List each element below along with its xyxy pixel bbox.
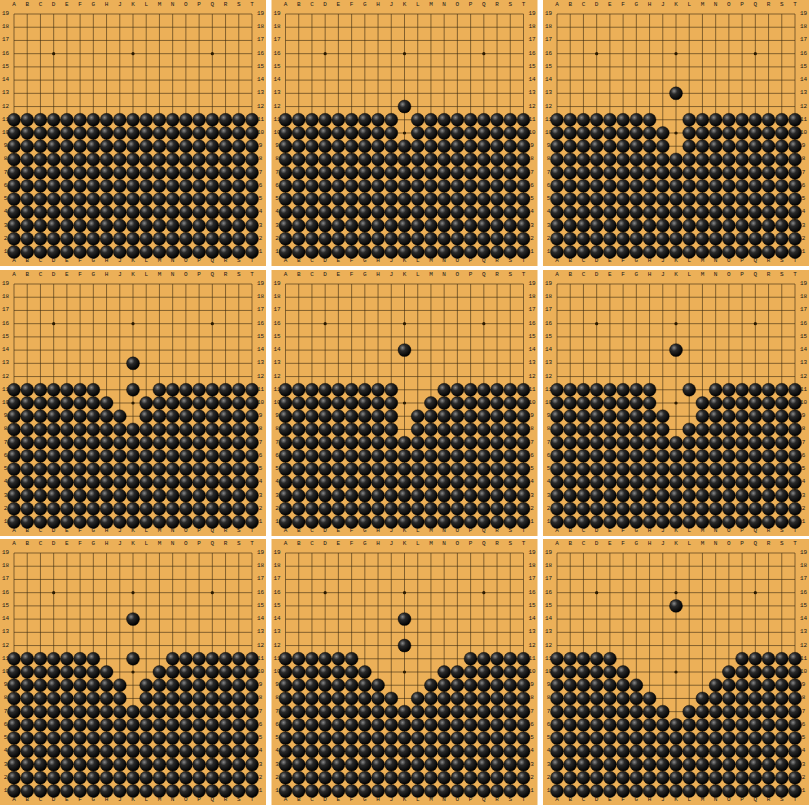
coordinate-label: 11	[2, 117, 9, 123]
coordinate-label: 7	[4, 170, 8, 176]
coordinate-label: 8	[259, 156, 263, 162]
coordinate-label: M	[158, 2, 162, 8]
coordinate-label: 3	[259, 223, 263, 229]
coordinate-label: F	[78, 2, 82, 8]
coordinate-label: 4	[4, 209, 8, 215]
coordinate-label: D	[52, 2, 56, 8]
coordinate-label: A	[284, 2, 288, 8]
coordinate-label: 16	[2, 51, 9, 57]
coordinate-label: Q	[211, 258, 215, 264]
coordinate-label: S	[237, 258, 241, 264]
coordinate-label: 6	[259, 183, 263, 189]
coordinate-label: 1	[4, 249, 8, 255]
coordinate-label: 5	[4, 196, 8, 202]
coordinate-label: Q	[211, 2, 215, 8]
coordinate-label: 16	[257, 51, 264, 57]
coordinate-label: A	[12, 258, 16, 264]
coordinate-label: H	[105, 258, 109, 264]
coordinate-label: 18	[2, 24, 9, 30]
coordinate-label: 15	[257, 64, 264, 70]
coordinate-label: M	[158, 258, 162, 264]
coordinate-label: 10	[257, 130, 264, 136]
coordinate-label: 9	[259, 143, 263, 149]
coordinate-label: 14	[257, 77, 264, 83]
coordinate-label: B	[25, 258, 29, 264]
coordinate-label: S	[237, 2, 241, 8]
coordinate-label: C	[39, 2, 43, 8]
coordinate-label: 2	[4, 236, 8, 242]
coordinate-label: K	[131, 2, 135, 8]
coordinate-label: B	[25, 2, 29, 8]
coordinate-label: D	[323, 2, 327, 8]
coordinate-label: 17	[2, 37, 9, 43]
coordinate-label: 2	[259, 236, 263, 242]
coordinate-label: E	[65, 258, 69, 264]
coordinate-label: C	[310, 2, 314, 8]
coordinate-label: F	[78, 258, 82, 264]
coordinate-label: B	[297, 2, 301, 8]
coordinate-label: 13	[2, 90, 9, 96]
coordinate-label: 15	[2, 64, 9, 70]
coordinate-label: C	[39, 258, 43, 264]
coordinate-label: 5	[259, 196, 263, 202]
coordinate-label: N	[171, 258, 175, 264]
coordinate-label: 14	[2, 77, 9, 83]
coordinate-label: L	[144, 258, 148, 264]
coordinate-label: K	[131, 258, 135, 264]
coordinate-label: P	[197, 258, 201, 264]
coordinate-label: 11	[257, 117, 264, 123]
coordinate-label: 4	[259, 209, 263, 215]
coordinate-label: 3	[4, 223, 8, 229]
coordinate-label: A	[12, 2, 16, 8]
coordinate-label: 7	[259, 170, 263, 176]
coordinate-label: J	[118, 258, 122, 264]
coordinate-label: H	[105, 2, 109, 8]
coordinate-label: 12	[2, 104, 9, 110]
coordinate-label: T	[250, 2, 254, 8]
coordinate-label: L	[144, 2, 148, 8]
coordinate-label: D	[52, 258, 56, 264]
coordinate-label: 8	[4, 156, 8, 162]
coordinate-label: O	[184, 258, 188, 264]
coordinate-label: 17	[257, 37, 264, 43]
coordinate-label: 9	[4, 143, 8, 149]
coordinate-label: 19	[257, 11, 264, 17]
coordinate-label: 19	[2, 11, 9, 17]
coordinate-label: 10	[2, 130, 9, 136]
coordinate-label: 18	[257, 24, 264, 30]
coordinate-label: P	[197, 2, 201, 8]
coordinate-label: R	[224, 258, 228, 264]
coordinate-label: 1	[259, 249, 263, 255]
coordinate-label: G	[92, 258, 96, 264]
coordinate-label: N	[171, 2, 175, 8]
coordinate-label: 13	[257, 90, 264, 96]
coordinate-label: G	[92, 2, 96, 8]
coordinate-label: 12	[257, 104, 264, 110]
coordinate-label: O	[184, 2, 188, 8]
coordinate-label: J	[118, 2, 122, 8]
coordinate-label: T	[250, 258, 254, 264]
coordinate-label: 6	[4, 183, 8, 189]
coordinate-label: R	[224, 2, 228, 8]
coordinate-label: E	[65, 2, 69, 8]
